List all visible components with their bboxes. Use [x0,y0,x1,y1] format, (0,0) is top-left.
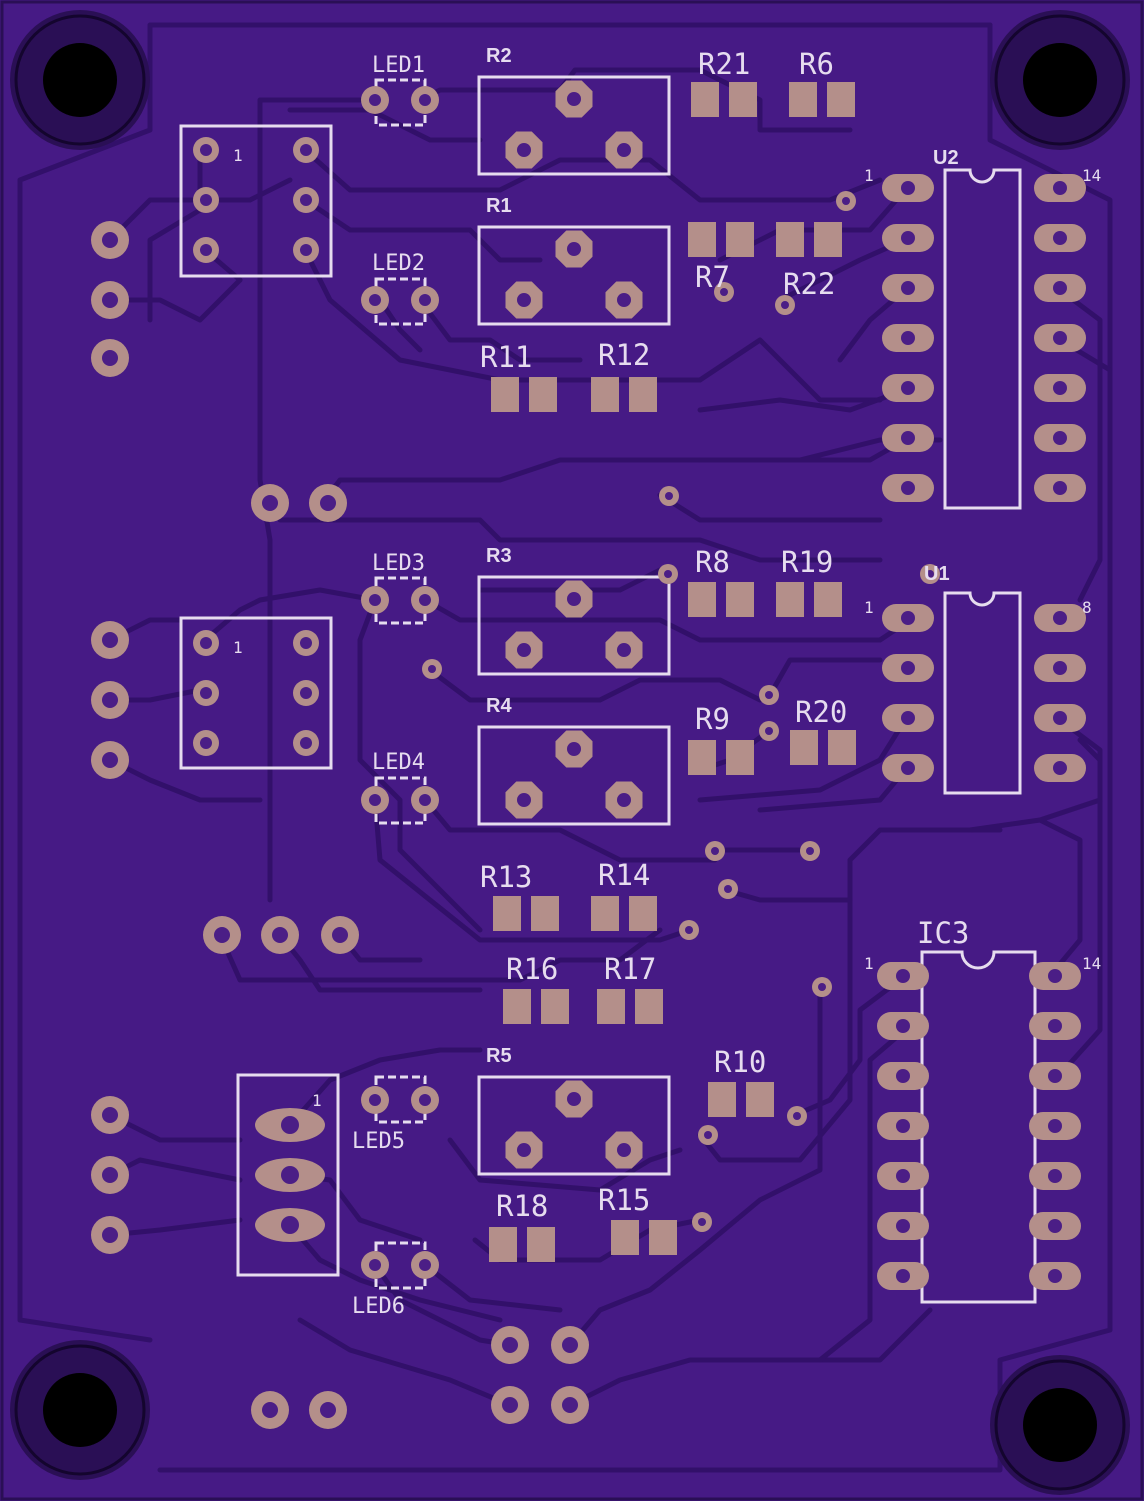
pot-outline [477,75,671,176]
pin1-marker: 1 [233,146,243,165]
pot-outline [477,725,671,826]
label-r15: R15 [598,1183,650,1217]
pin1-marker: 1 [233,638,243,657]
label-r16: R16 [506,952,558,986]
led-pads [361,86,439,1279]
label-r18: R18 [496,1189,548,1223]
label-u2: U2 [933,147,959,169]
header-outline [236,1073,340,1277]
copper-traces [17,22,1113,1473]
label-r4: R4 [486,695,512,717]
label-r11: R11 [480,340,532,374]
ic-pads [877,174,1086,1290]
pin1-marker: 1 [864,954,874,973]
pin14-marker: 14 [1082,954,1101,973]
label-led2: LED2 [372,251,425,276]
label-r2: R2 [486,45,512,67]
label-led5: LED5 [352,1129,405,1154]
pin8-marker: 8 [1082,598,1092,617]
tht-pads [91,137,589,1429]
pot-outline [477,1075,671,1176]
label-r1: R1 [486,195,512,217]
pot-pads [505,80,643,1169]
pin1-marker: 1 [864,598,874,617]
label-r7: R7 [695,260,730,294]
label-r9: R9 [695,702,730,736]
ic-outline [943,168,1022,510]
label-r21: R21 [698,47,750,81]
label-r19: R19 [781,545,833,579]
label-r6: R6 [799,47,834,81]
label-led4: LED4 [372,750,425,775]
silkscreen-text: LED1 LED2 LED3 LED4 LED5 LED6 R2 R1 R3 R… [233,45,1101,1319]
vias [422,191,940,1232]
pot-outline [477,225,671,326]
label-r3: R3 [486,545,512,567]
label-led1: LED1 [372,53,425,78]
pin1-marker: 1 [312,1091,322,1110]
smd-pads [489,82,856,1262]
label-led6: LED6 [352,1294,405,1319]
ic-outline [943,591,1022,795]
silkscreen-outlines [179,75,1037,1304]
label-ic3: IC3 [917,916,969,950]
mounting-holes [10,10,1130,1495]
ic-outline [920,950,1037,1304]
label-r14: R14 [598,858,650,892]
pot-outline [477,575,671,676]
label-r13: R13 [480,860,532,894]
label-r20: R20 [795,695,847,729]
label-r12: R12 [598,338,650,372]
label-led3: LED3 [372,551,425,576]
header-outline [179,124,333,278]
label-r5: R5 [486,1045,512,1067]
label-u1: U1 [924,563,950,585]
header-outline [179,616,333,770]
pin14-marker: 14 [1082,166,1101,185]
label-r17: R17 [604,952,656,986]
pin1-marker: 1 [864,166,874,185]
label-r8: R8 [695,545,730,579]
label-r22: R22 [783,267,835,301]
label-r10: R10 [714,1045,766,1079]
